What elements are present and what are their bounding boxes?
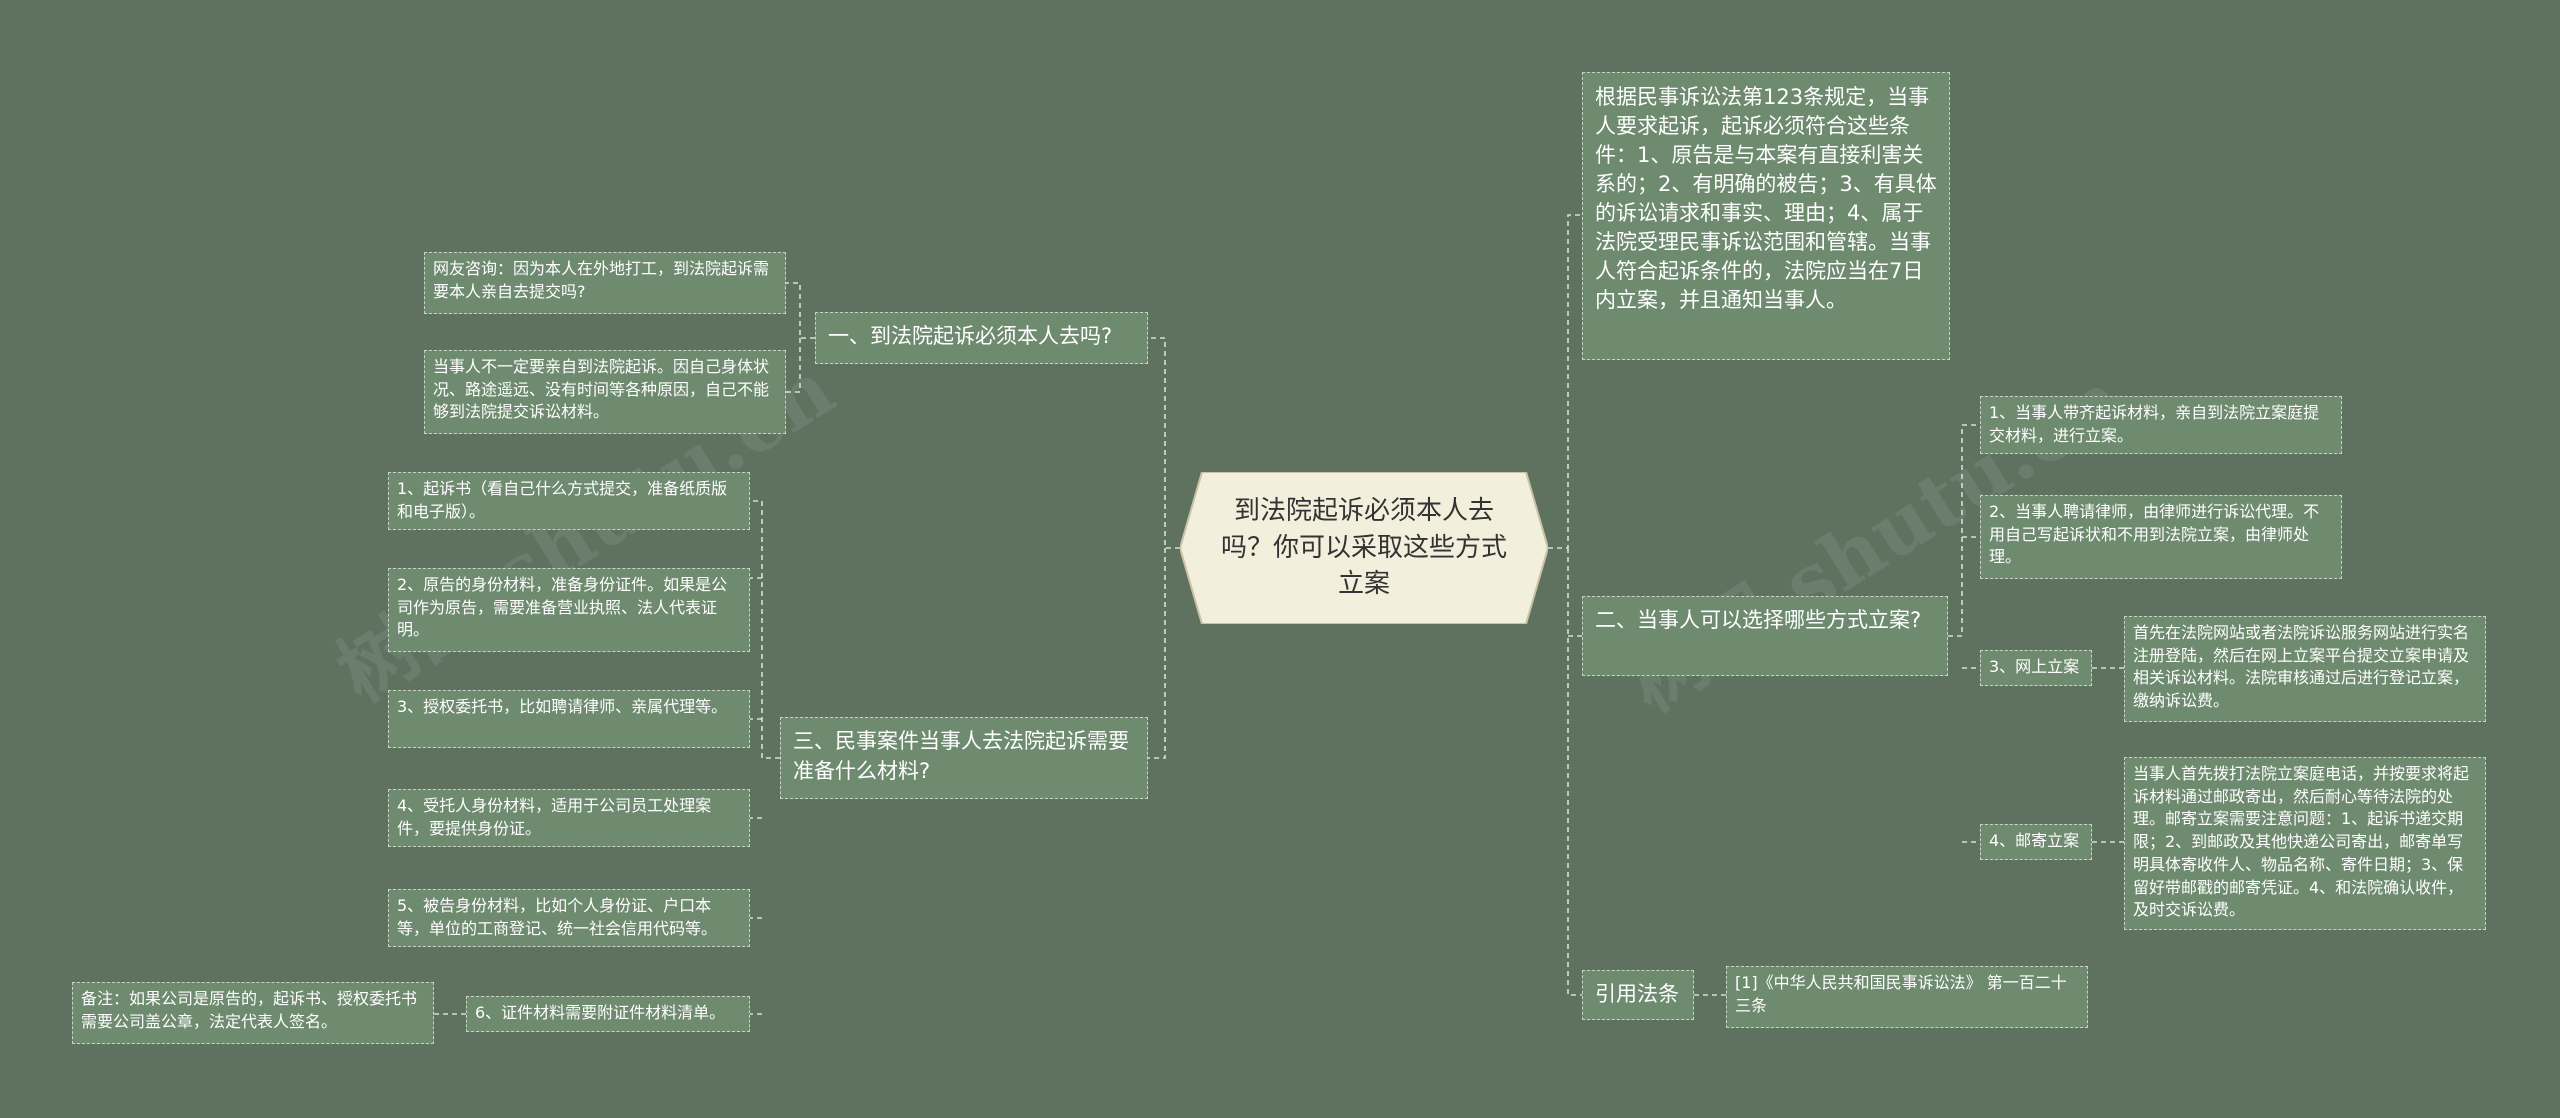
q3-item-6[interactable]: 6、证件材料需要附证件材料清单。 bbox=[466, 996, 750, 1032]
q3-item-4[interactable]: 4、受托人身份材料，适用于公司员工处理案件，要提供身份证。 bbox=[388, 789, 750, 847]
root-shape bbox=[1180, 472, 1548, 624]
q1-child-consult[interactable]: 网友咨询：因为本人在外地打工，到法院起诉需要本人亲自去提交吗? bbox=[424, 252, 786, 314]
link-root-q1 bbox=[1148, 337, 1180, 549]
branch-q2[interactable]: 二、当事人可以选择哪些方式立案? bbox=[1582, 596, 1948, 676]
q2-method-4[interactable]: 4、邮寄立案 bbox=[1980, 824, 2092, 860]
q3-item-2[interactable]: 2、原告的身份材料，准备身份证件。如果是公司作为原告，需要准备营业执照、法人代表… bbox=[388, 568, 750, 652]
q2-method-3[interactable]: 3、网上立案 bbox=[1980, 650, 2092, 686]
root-label: 到法院起诉必须本人去吗？你可以采取这些方式立案 bbox=[1220, 495, 1507, 600]
q3-item-5[interactable]: 5、被告身份材料，比如个人身份证、户口本等，单位的工商登记、统一社会信用代码等。 bbox=[388, 889, 750, 947]
link-q1-children bbox=[786, 282, 815, 393]
q3-item-1[interactable]: 1、起诉书（看自己什么方式提交，准备纸质版和电子版）。 bbox=[388, 472, 750, 530]
ref-law-item[interactable]: [1]《中华人民共和国民事诉讼法》 第一百二十三条 bbox=[1726, 966, 2088, 1028]
q2-method-4-detail[interactable]: 当事人首先拨打法院立案庭电话，并按要求将起诉材料通过邮政寄出，然后耐心等待法院的… bbox=[2124, 757, 2486, 930]
link-root-right bbox=[1548, 214, 1582, 996]
law-text-node[interactable]: 根据民事诉讼法第123条规定，当事人要求起诉，起诉必须符合这些条件：1、原告是与… bbox=[1582, 72, 1950, 360]
branch-ref[interactable]: 引用法条 bbox=[1582, 970, 1694, 1020]
q3-item-3[interactable]: 3、授权委托书，比如聘请律师、亲属代理等。 bbox=[388, 690, 750, 748]
q2-method-1[interactable]: 1、当事人带齐起诉材料，亲自到法院立案庭提交材料，进行立案。 bbox=[1980, 396, 2342, 454]
root-node[interactable]: 到法院起诉必须本人去吗？你可以采取这些方式立案 bbox=[1180, 472, 1548, 624]
q2-method-2[interactable]: 2、当事人聘请律师，由律师进行诉讼代理。不用自己写起诉状和不用到法院立案，由律师… bbox=[1980, 495, 2342, 579]
q1-child-answer[interactable]: 当事人不一定要亲自到法院起诉。因自己身体状况、路途遥远、没有时间等各种原因，自己… bbox=[424, 350, 786, 434]
link-root-q3 bbox=[1148, 548, 1166, 759]
branch-q3[interactable]: 三、民事案件当事人去法院起诉需要准备什么材料? bbox=[780, 717, 1148, 799]
link-q3-children bbox=[750, 500, 780, 1015]
link-q2-children bbox=[1948, 424, 1980, 843]
branch-q1[interactable]: 一、到法院起诉必须本人去吗? bbox=[815, 312, 1148, 364]
q3-note[interactable]: 备注：如果公司是原告的，起诉书、授权委托书需要公司盖公章，法定代表人签名。 bbox=[72, 982, 434, 1044]
q2-method-3-detail[interactable]: 首先在法院网站或者法院诉讼服务网站进行实名注册登陆，然后在网上立案平台提交立案申… bbox=[2124, 616, 2486, 722]
